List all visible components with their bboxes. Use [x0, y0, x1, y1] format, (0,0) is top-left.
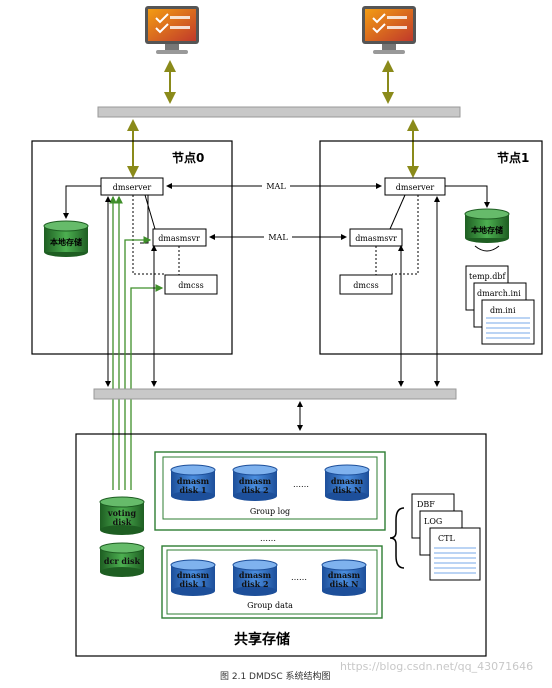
node1-server-asm-link	[389, 194, 406, 230]
watermark: https://blog.csdn.net/qq_43071646	[340, 660, 533, 673]
figure-caption: 图 2.1 DMDSC 系统结构图	[220, 670, 331, 682]
node1-local-storage	[464, 208, 510, 243]
group-log-disk-2	[232, 464, 278, 501]
node0-dmserver-label: dmserver	[113, 183, 152, 192]
db-files-stack	[411, 493, 481, 581]
bottom-network-bar	[93, 388, 457, 400]
group-data-disk-n	[321, 559, 367, 596]
group-data-label: Group data	[247, 601, 293, 610]
db-files-brace	[389, 507, 405, 569]
dcr-disk	[99, 542, 145, 577]
node1-dmasmsvr-label: dmasmsvr	[355, 234, 397, 243]
group-ellipsis-mid: ……	[260, 534, 276, 543]
dcr-disk-label: dcr disk	[104, 556, 141, 566]
mal-label-1: MAL	[266, 182, 286, 191]
group-log-disk-1	[170, 464, 216, 501]
node1-dmcss-label: dmcss	[353, 281, 378, 290]
mal-label-bg-1	[262, 179, 290, 191]
shared-storage-title: 共享存储	[234, 631, 290, 648]
group-log-outer	[154, 451, 386, 531]
group-log-disk-n	[324, 464, 370, 501]
node0-server-asm-link	[144, 194, 156, 230]
node1-brace	[474, 245, 500, 252]
node0-box	[31, 140, 233, 355]
node0-dmcss-box	[164, 274, 218, 295]
log-ellipsis: ……	[293, 480, 309, 489]
node0-server-to-local	[63, 185, 101, 219]
node1-file-dmarch: dmarch.ini	[477, 289, 521, 298]
mal-label-2: MAL	[268, 233, 288, 242]
node0-dmasmsvr-label: dmasmsvr	[158, 234, 200, 243]
node0-local-storage-label: 本地存储	[49, 237, 82, 247]
group-log-label: Group log	[250, 507, 290, 516]
db-file-log: LOG	[424, 517, 442, 526]
node-to-storage-links	[105, 196, 440, 431]
mal-label-bg-2	[264, 230, 292, 242]
top-network-bar	[97, 106, 461, 118]
node0-dmcss-label: dmcss	[178, 281, 203, 290]
node1-file-dmini: dm.ini	[490, 306, 516, 315]
client-monitor-left-icon	[145, 6, 199, 54]
node1-file-temp: temp.dbf	[469, 272, 506, 281]
group-data-inner	[166, 549, 378, 615]
node1-local-storage-label: 本地存储	[470, 225, 503, 235]
shared-storage-box	[75, 433, 487, 657]
group-data-disk-1	[170, 559, 216, 596]
group-log-inner	[162, 456, 378, 520]
voting-disk	[99, 496, 145, 535]
db-file-ctl: CTL	[438, 534, 455, 543]
group-data-outer	[161, 545, 383, 619]
node0-local-storage	[43, 220, 89, 257]
client-monitor-right-icon	[362, 6, 416, 54]
group-data-disk-2	[232, 559, 278, 596]
db-file-dbf: DBF	[417, 500, 435, 509]
data-ellipsis: ……	[291, 573, 307, 582]
node1-box	[319, 140, 543, 355]
node1-dmserver-label: dmserver	[396, 183, 435, 192]
node1-config-files	[465, 265, 535, 345]
node0-title: 节点0	[172, 150, 204, 165]
node1-server-to-local	[445, 185, 490, 208]
node1-dmcss-box	[339, 274, 393, 295]
node1-title: 节点1	[497, 150, 529, 165]
